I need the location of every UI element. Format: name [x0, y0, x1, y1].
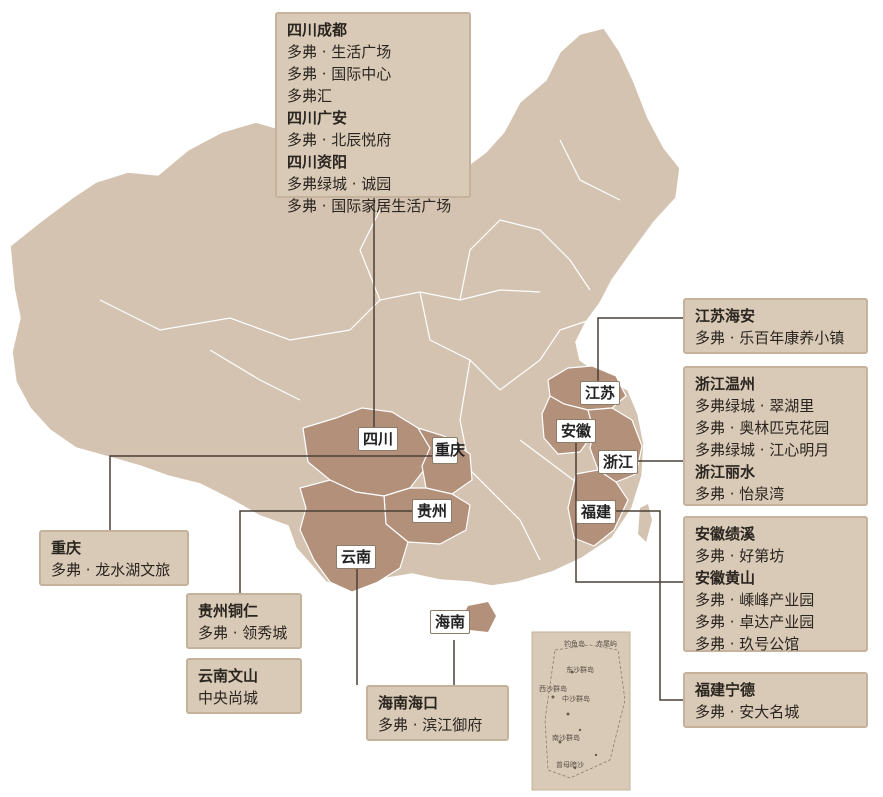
region-label-hainan: 海南 — [430, 610, 471, 634]
callout-jiangsu: 江苏海安 多弗 · 乐百年康养小镇 — [683, 298, 868, 354]
callout-item: 多弗 · 怡泉湾 — [695, 485, 785, 503]
region-label-zhejiang: 浙江 — [598, 450, 639, 474]
callout-title: 江苏海安 — [695, 307, 756, 325]
island-label-nansha: 南沙群岛 — [552, 734, 580, 742]
region-label-guizhou: 贵州 — [412, 499, 453, 523]
callout-item: 多弗 · 滨江御府 — [378, 716, 483, 734]
callout-title: 安徽黄山 — [695, 569, 756, 587]
callout-anhui: 安徽绩溪 多弗 · 好第坊 安徽黄山 多弗 · 嵊峰产业园 多弗 · 卓达产业园… — [683, 516, 868, 653]
callout-item: 多弗 · 奥林匹克花园 — [695, 419, 830, 437]
callout-item: 多弗 · 好第坊 — [695, 547, 785, 565]
callout-title: 浙江温州 — [695, 375, 756, 393]
callout-item: 多弗 · 国际家居生活广场 — [287, 197, 452, 215]
callout-hainan: 海南海口 多弗 · 滨江御府 — [366, 685, 509, 741]
region-label-anhui: 安徽 — [556, 419, 597, 443]
callout-item: 多弗 · 领秀城 — [198, 624, 288, 642]
island-label-xisha: 西沙群岛 — [539, 685, 567, 693]
callout-fujian: 福建宁德 多弗 · 安大名城 — [683, 672, 868, 728]
callout-item: 多弗 · 嵊峰产业园 — [695, 591, 815, 609]
island-label-chiwei: 赤尾屿 — [596, 640, 617, 648]
callout-item: 中央尚城 — [198, 689, 259, 707]
island-label-dongsha: 东沙群岛 — [566, 666, 594, 674]
callout-item: 多弗 · 卓达产业园 — [695, 613, 815, 631]
south-sea-inset — [531, 631, 631, 791]
region-label-chongqing: 重庆 — [432, 437, 465, 464]
callout-title: 重庆 — [51, 539, 82, 557]
hainan-island — [462, 602, 496, 632]
region-label-yunnan: 云南 — [336, 545, 377, 569]
region-label-sichuan: 四川 — [358, 427, 399, 451]
callout-title: 四川资阳 — [287, 153, 348, 171]
callout-item: 多弗 · 安大名城 — [695, 703, 800, 721]
callout-chongqing: 重庆 多弗 · 龙水湖文旅 — [39, 530, 189, 586]
callout-item: 多弗绿城 · 江心明月 — [695, 441, 830, 459]
callout-guizhou: 贵州铜仁 多弗 · 领秀城 — [186, 593, 302, 649]
callout-item: 多弗绿城 · 翠湖里 — [695, 397, 815, 415]
callout-item: 多弗 · 国际中心 — [287, 65, 392, 83]
leader-lines — [109, 198, 683, 701]
island-label-zhongsha: 中沙群岛 — [562, 695, 590, 703]
callout-title: 云南文山 — [198, 667, 259, 685]
island-label-zengmu: 曾母暗沙 — [556, 761, 584, 769]
region-label-jiangsu: 江苏 — [580, 381, 621, 405]
callout-title: 四川广安 — [287, 109, 348, 127]
callout-title: 四川成都 — [287, 21, 348, 39]
taiwan-island — [638, 504, 652, 542]
callout-item: 多弗 · 龙水湖文旅 — [51, 561, 171, 579]
callout-title: 安徽绩溪 — [695, 525, 756, 543]
callout-title: 浙江丽水 — [695, 463, 756, 481]
callout-item: 多弗 · 北辰悦府 — [287, 131, 392, 149]
callout-title: 福建宁德 — [695, 681, 756, 699]
callout-item: 多弗 · 玖号公馆 — [695, 635, 800, 653]
callout-item: 多弗 · 生活广场 — [287, 43, 392, 61]
region-label-fujian: 福建 — [576, 500, 617, 524]
island-label-diaoyu: 钓鱼岛 — [564, 640, 585, 648]
callout-title: 贵州铜仁 — [198, 602, 259, 620]
callout-sichuan: 四川成都 多弗 · 生活广场 多弗 · 国际中心 多弗汇 四川广安 多弗 · 北… — [275, 12, 471, 215]
callout-yunnan: 云南文山 中央尚城 — [186, 658, 302, 714]
callout-item: 多弗绿城 · 诚园 — [287, 175, 392, 193]
callout-zhejiang: 浙江温州 多弗绿城 · 翠湖里 多弗 · 奥林匹克花园 多弗绿城 · 江心明月 … — [683, 366, 868, 506]
callout-item: 多弗汇 — [287, 87, 333, 105]
callout-title: 海南海口 — [378, 694, 439, 712]
callout-item: 多弗 · 乐百年康养小镇 — [695, 329, 845, 347]
yunnan-region — [299, 479, 409, 593]
